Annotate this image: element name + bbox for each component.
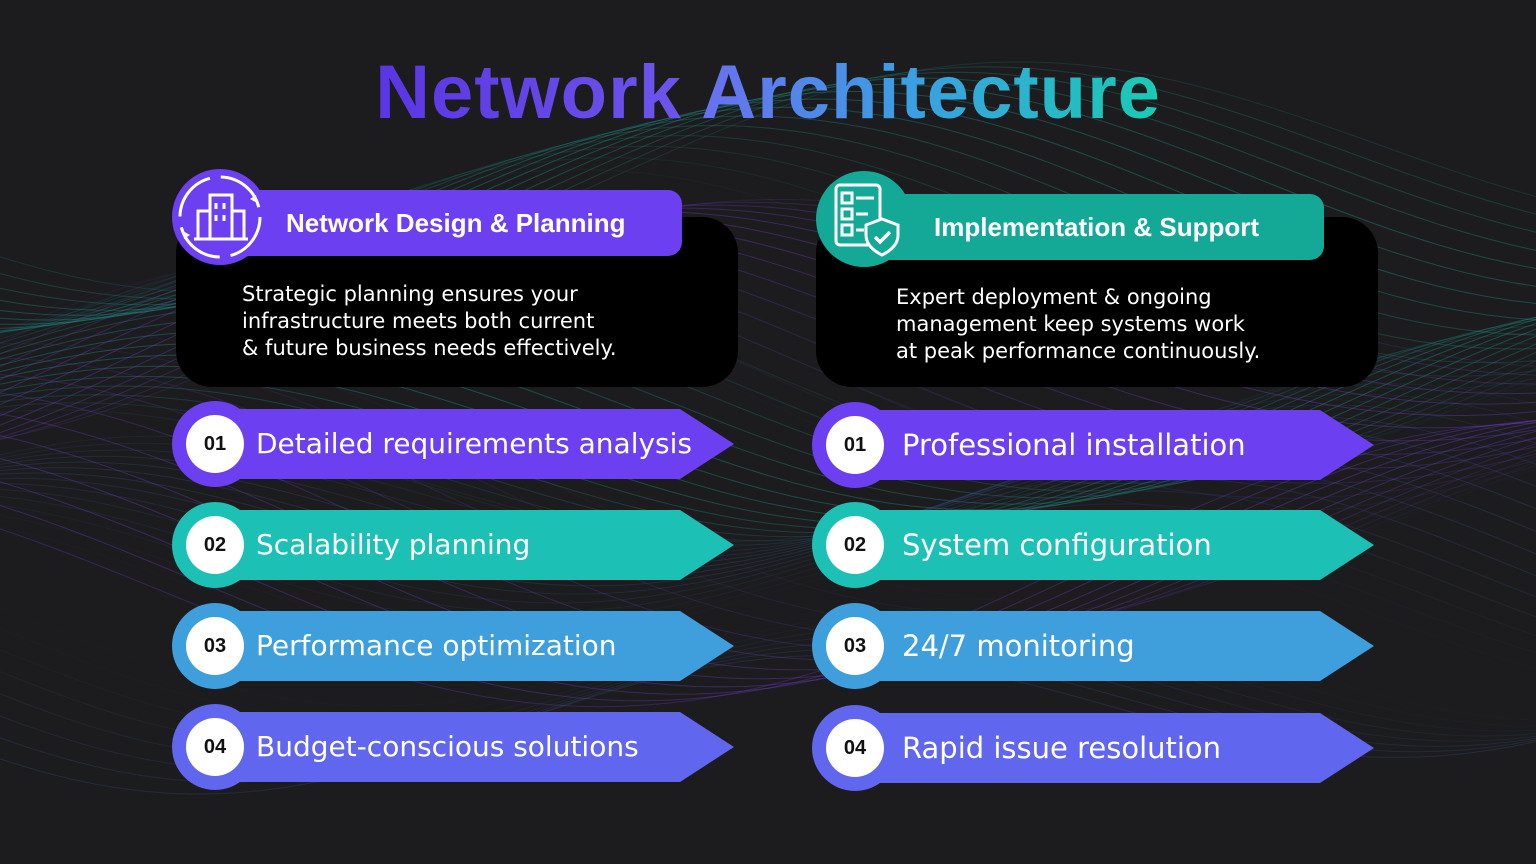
number-badge: 03 <box>172 603 258 689</box>
arrow-banner <box>208 409 734 479</box>
item-label: Professional installation <box>902 428 1246 462</box>
item-label: 24/7 monitoring <box>902 629 1135 663</box>
arrow-banner <box>208 712 734 782</box>
number-badge: 02 <box>812 502 898 588</box>
item-label: System configuration <box>902 528 1212 562</box>
item-number: 01 <box>826 416 884 474</box>
list-item: 01 Professional installation <box>812 402 1374 488</box>
page-title: Network Architecture <box>0 48 1536 138</box>
arrow-banner <box>848 713 1374 783</box>
section-heading: Network Design & Planning <box>286 207 626 238</box>
wave-line <box>0 319 1536 534</box>
item-number: 03 <box>186 617 244 675</box>
list-item: 04 Rapid issue resolution <box>812 705 1374 791</box>
item-label: Detailed requirements analysis <box>256 427 693 460</box>
list-item: 02 Scalability planning <box>172 502 734 588</box>
item-number: 04 <box>186 718 244 776</box>
item-number: 01 <box>186 415 244 473</box>
building-cycle-icon <box>172 169 268 265</box>
arrow-banner <box>208 510 734 580</box>
item-number: 03 <box>826 617 884 675</box>
number-badge: 01 <box>172 401 258 487</box>
number-badge: 03 <box>812 603 898 689</box>
item-label: Scalability planning <box>256 528 531 561</box>
checklist-shield-icon <box>816 171 912 267</box>
list-item: 04 Budget-conscious solutions <box>172 704 734 790</box>
list-item: 03 Performance optimization <box>172 603 734 689</box>
item-label: Budget-conscious solutions <box>256 730 639 763</box>
arrow-banner <box>208 611 734 681</box>
item-number: 02 <box>186 516 244 574</box>
section-heading: Implementation & Support <box>934 211 1259 242</box>
number-badge: 02 <box>172 502 258 588</box>
section-description: Expert deployment & ongoing management k… <box>896 285 1261 363</box>
number-badge: 01 <box>812 402 898 488</box>
item-label: Performance optimization <box>256 629 617 662</box>
section-header: Implementation & Support <box>848 194 1324 260</box>
number-badge: 04 <box>172 704 258 790</box>
number-badge: 04 <box>812 705 898 791</box>
title-word-2: Architecture <box>701 50 1161 135</box>
list-item: 02 System configuration <box>812 502 1374 588</box>
arrow-banner <box>848 510 1374 580</box>
item-number: 04 <box>826 719 884 777</box>
list-item: 01 Detailed requirements analysis <box>172 401 734 487</box>
arrow-banner <box>848 611 1374 681</box>
wave-line <box>0 420 1536 702</box>
wave-line <box>0 419 1536 695</box>
arrow-banner <box>848 410 1374 480</box>
title-word-1: Network <box>375 50 682 135</box>
wave-line <box>0 526 1536 669</box>
section-description: Strategic planning ensures your infrastr… <box>242 282 617 360</box>
design-planning-panel: Network Design & Planning Strategic plan… <box>168 165 738 805</box>
item-number: 02 <box>826 516 884 574</box>
section-header: Network Design & Planning <box>208 190 682 256</box>
list-item: 03 24/7 monitoring <box>812 603 1374 689</box>
implementation-support-panel: Implementation & Support Expert deployme… <box>808 165 1378 805</box>
item-label: Rapid issue resolution <box>902 731 1222 765</box>
